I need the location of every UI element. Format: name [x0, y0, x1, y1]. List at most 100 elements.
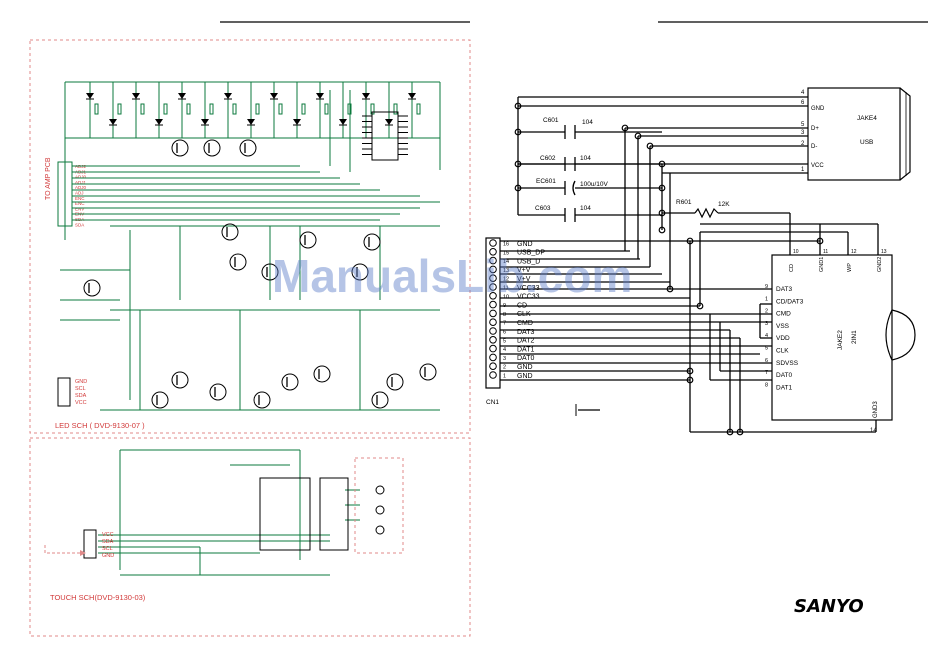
- watermark-text: ManualsLib.com: [272, 250, 632, 302]
- cn1-pin-circle: [489, 336, 497, 344]
- cn1-pin-circle: [489, 344, 497, 353]
- cn1-pin-number: 13: [503, 268, 509, 274]
- led-conn-pin-2: SDA: [75, 393, 87, 399]
- led-resistor: [301, 103, 306, 115]
- transistor-icon: [229, 253, 247, 271]
- amp-pin-label: ADJ: [75, 191, 84, 196]
- junction-dots: [514, 102, 824, 436]
- amp-pin-label: ENC: [75, 196, 85, 201]
- cap-0-ref: C601: [543, 117, 559, 124]
- junction-dot: [658, 184, 666, 192]
- cn1-pin-label: CD: [517, 302, 527, 309]
- cn1-pin-number: 16: [503, 242, 509, 248]
- jake2-left-pin-label: DAT0: [776, 372, 793, 379]
- jake2-left-pin-num: 6: [765, 358, 768, 364]
- jake2-top-pin-label: GND1: [819, 257, 825, 272]
- led-icon: [362, 93, 370, 99]
- junction-dot: [658, 209, 666, 217]
- transistor-icon: [363, 233, 381, 251]
- jake4-pin-label-1: D+: [811, 126, 819, 132]
- cn1-pin-label: GND: [517, 364, 533, 371]
- cn1-pin-circle: [489, 309, 497, 318]
- jake4-pin-label-2: D-: [811, 144, 817, 150]
- jake2-left-pin-num: 1: [765, 296, 768, 302]
- junction-dot: [514, 102, 522, 110]
- led-icon: [201, 119, 209, 125]
- cap-0-value: 104: [582, 119, 593, 126]
- cap-3-value: 104: [580, 205, 591, 212]
- jake2-left-pin-label: CMD: [776, 311, 791, 318]
- resistor-r601: [694, 207, 719, 219]
- led-driver-ic-pins: [362, 115, 408, 155]
- jake2-top-pin-label: WP: [847, 263, 853, 272]
- jake4-pin-num-0: 4: [801, 90, 805, 96]
- jake2-left-pin-num: 4: [765, 333, 768, 339]
- cn1-pin-number: 8: [503, 312, 506, 318]
- touch-ic-left: [259, 477, 311, 551]
- led-connector: [57, 377, 71, 407]
- junction-dot: [634, 132, 642, 140]
- touch-pad-3: [375, 525, 385, 535]
- jake2-left-pin-label: VDD: [776, 335, 790, 342]
- cn1-pin-number: 2: [503, 365, 506, 371]
- cn1-pin-number: 15: [503, 250, 509, 256]
- led-transistors: [83, 139, 437, 409]
- cn1-pin-number: 9: [503, 303, 506, 309]
- transistor-icon: [371, 391, 389, 409]
- junction-dot: [514, 128, 522, 136]
- transistor-icon: [386, 373, 404, 391]
- cn1-pin-label: GND: [517, 241, 533, 248]
- jake4-name: JAKE4: [857, 115, 877, 122]
- led-icon: [155, 119, 163, 125]
- led-resistor: [163, 103, 168, 115]
- jake2-left-pin-num: 7: [765, 370, 768, 376]
- junction-dot: [658, 226, 666, 234]
- touch-arrow-line: [44, 545, 80, 554]
- junction-dot: [621, 124, 629, 132]
- led-sch-title: LED SCH ( DVD-9130-07 ): [55, 421, 145, 430]
- resistor-ref: R601: [676, 199, 692, 206]
- led-conn-pin-3: VCC: [75, 400, 87, 406]
- cn1-pin-circle: [489, 327, 497, 335]
- amp-pin-label: ADJ0: [75, 185, 87, 190]
- led-resistor: [186, 103, 191, 115]
- junction-dot: [514, 184, 522, 192]
- cn1-pin-circle: [489, 256, 497, 265]
- cn1-pin-label: DAT2: [517, 338, 534, 345]
- jake4-pin-num-5: 1: [801, 167, 805, 173]
- led-resistor: [393, 103, 398, 115]
- touch-pad-1: [375, 485, 385, 495]
- led-resistor: [324, 103, 329, 115]
- cn1-pin-circle: [489, 239, 497, 247]
- led-conn-pin-1: SCL: [75, 386, 86, 392]
- cn1-pin-circle: [489, 371, 497, 379]
- cn1-pin-circle: [489, 292, 497, 300]
- transistor-icon: [419, 363, 437, 381]
- jake4-pin-label-3: VCC: [811, 163, 824, 169]
- cap-1-ref: C602: [540, 155, 556, 162]
- led-array: [64, 81, 441, 240]
- cn1-pin-number: 10: [503, 294, 509, 300]
- led-resistor: [117, 103, 122, 115]
- cn1-pin-label: CMD: [517, 320, 533, 327]
- jake2-name: JAKE2: [837, 330, 844, 350]
- led-icon: [178, 93, 186, 99]
- led-resistor: [416, 103, 421, 115]
- touch-pad-2: [375, 505, 385, 515]
- cn1-pin-label: GND: [517, 373, 533, 380]
- touch-conn-pin-3: GND: [102, 553, 114, 559]
- junction-dot: [816, 237, 824, 245]
- jake2-left-pin-label: DAT1: [776, 384, 793, 391]
- led-resistor: [255, 103, 260, 115]
- amp-pin-label: ADJ1: [75, 180, 87, 185]
- transistor-icon: [261, 263, 279, 281]
- cn1-pin-label: V+V: [517, 267, 531, 274]
- transistor-icon: [313, 365, 331, 383]
- junction-dot: [666, 285, 674, 293]
- jake2-top-pin-num: 12: [851, 249, 857, 255]
- touch-conn-pin-2: SCL: [102, 546, 113, 552]
- transistor-icon: [171, 371, 189, 389]
- transistor-icon: [351, 263, 369, 281]
- cn1-pin-circle: [489, 353, 497, 362]
